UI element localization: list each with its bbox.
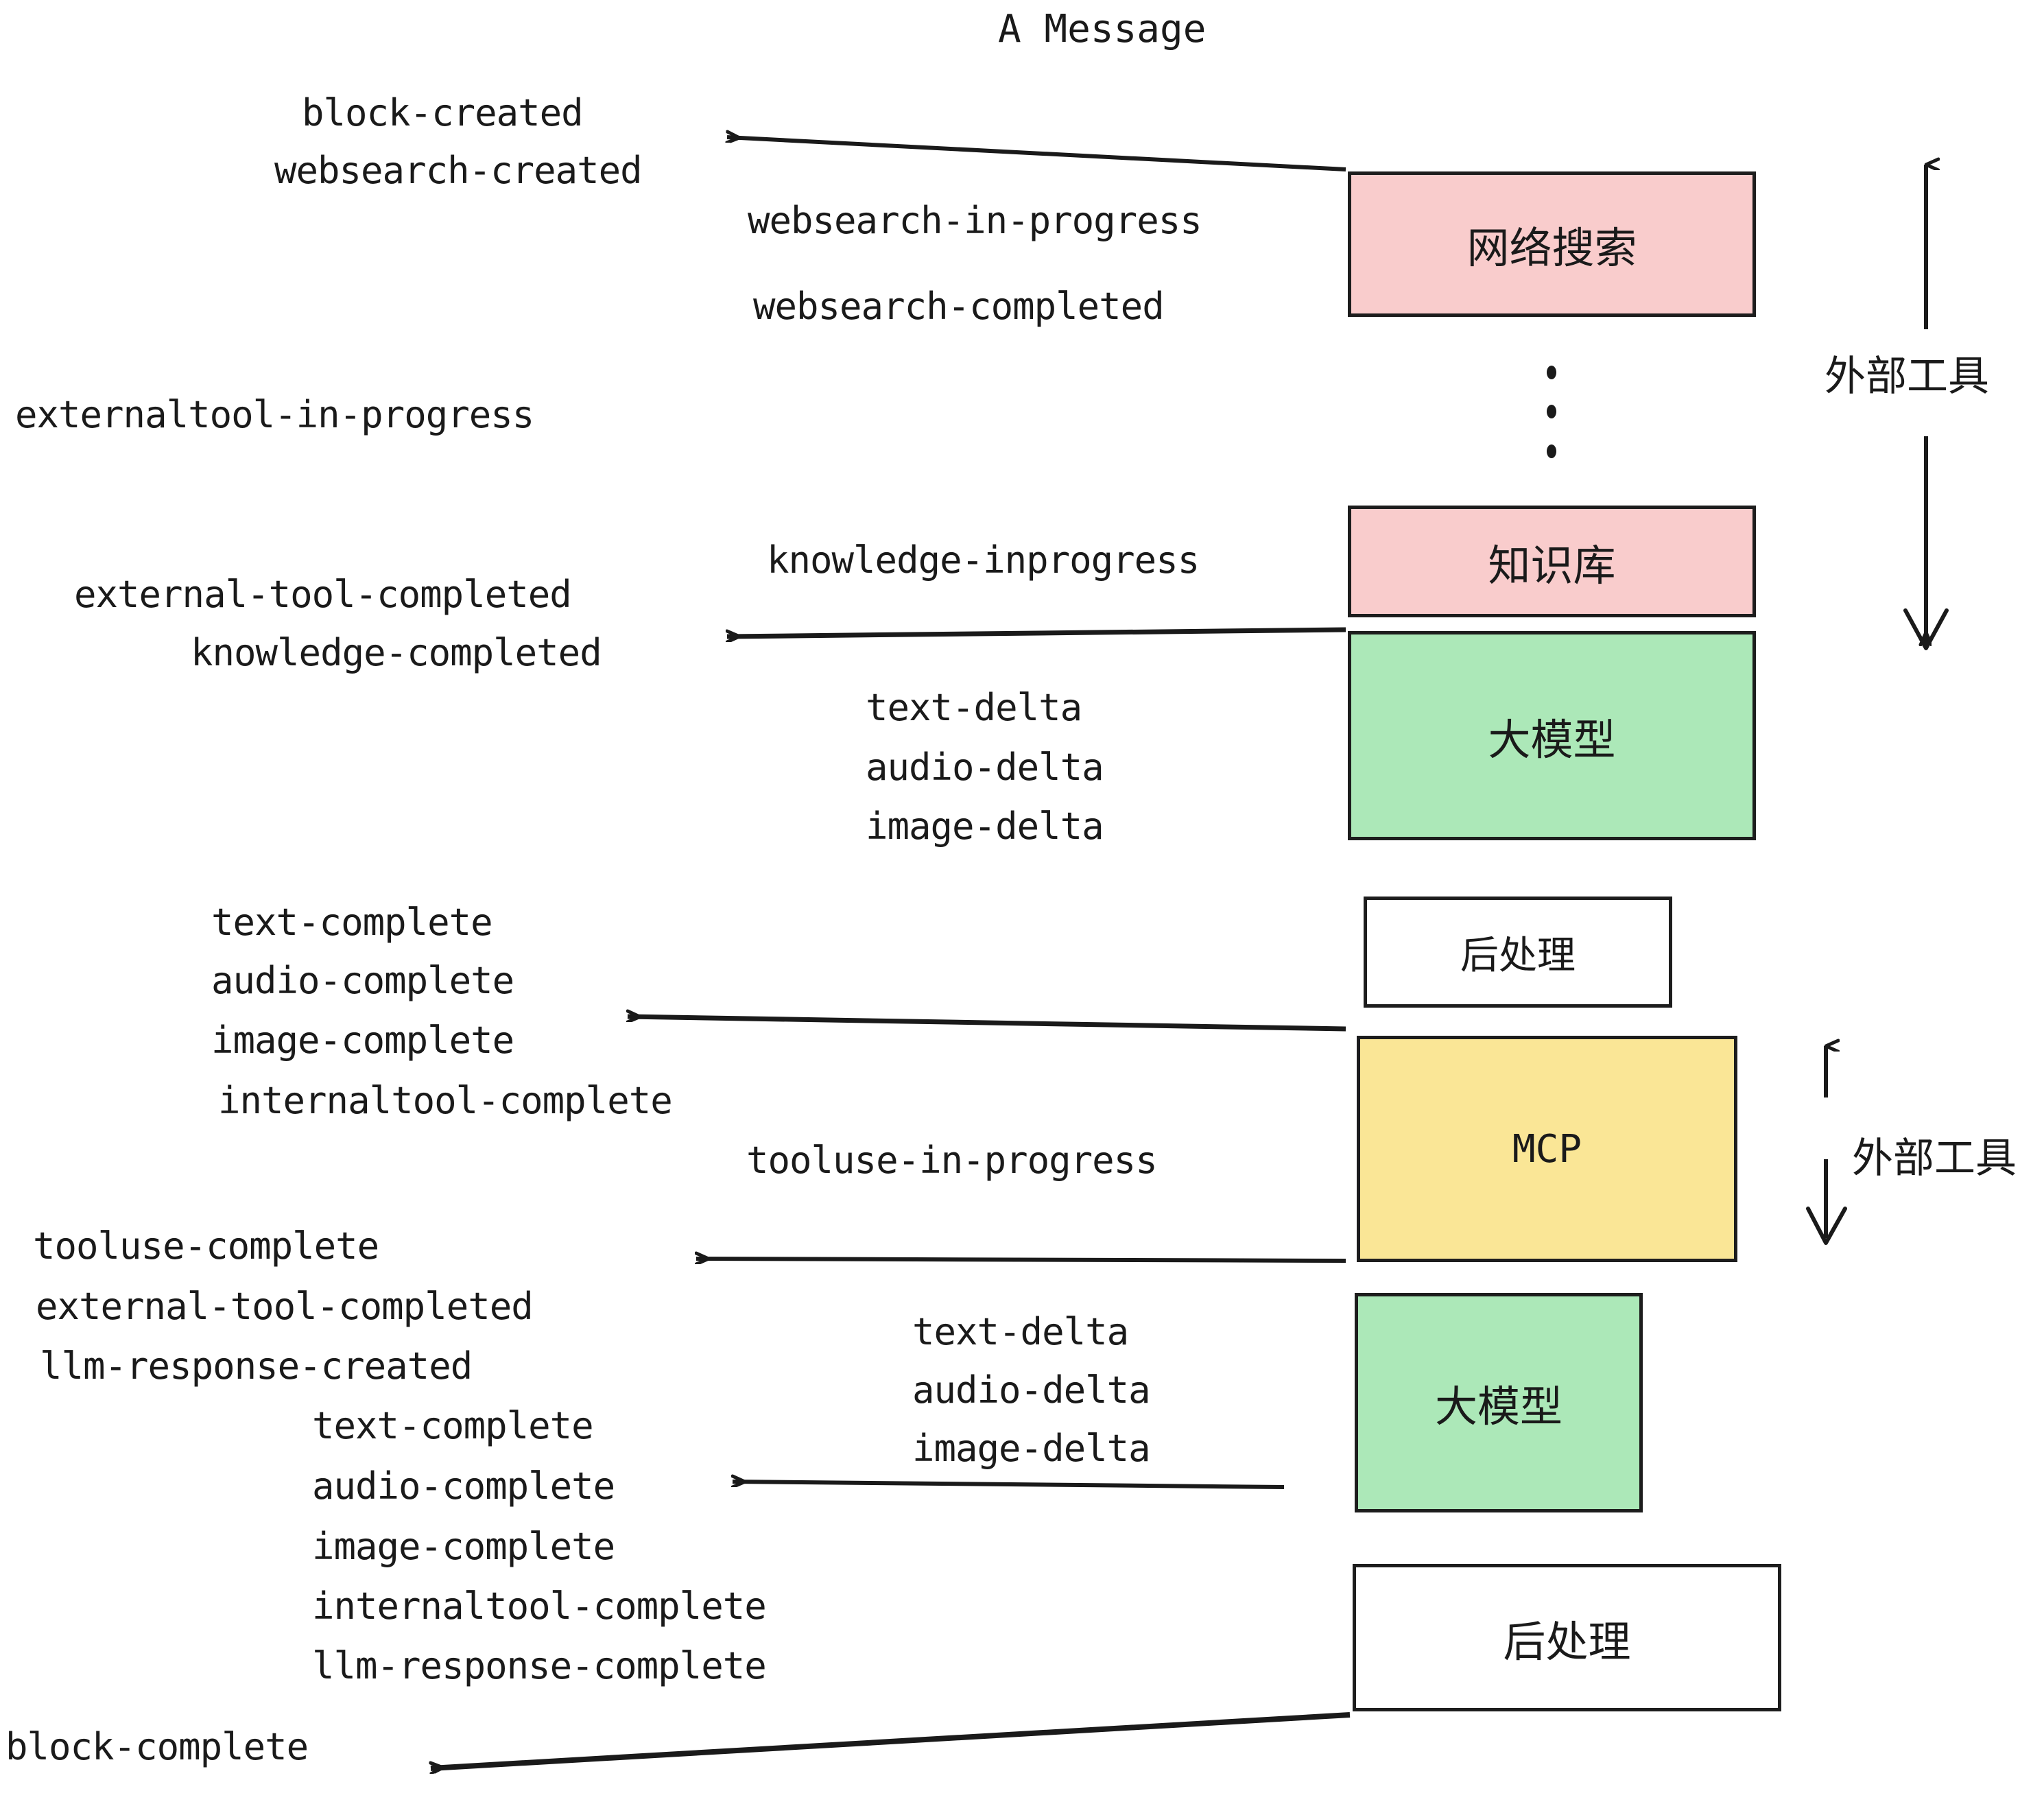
event-label-knowledge-inprogress: knowledge-inprogress	[767, 538, 1200, 582]
box-mcp: MCP	[1357, 1036, 1737, 1262]
ellipsis-dot	[1547, 444, 1556, 458]
event-label-block-created: block-created	[302, 91, 584, 134]
event-label-external-tool-completed-1: external-tool-completed	[74, 573, 572, 616]
arrow-audio-complete	[733, 1482, 1285, 1489]
event-label-audio-complete-2: audio-complete	[312, 1464, 615, 1508]
event-label-knowledge-completed: knowledge-completed	[191, 631, 602, 674]
event-label-image-complete-2: image-complete	[312, 1525, 615, 1568]
event-label-audio-complete-1: audio-complete	[211, 959, 514, 1002]
event-label-websearch-created: websearch-created	[274, 149, 643, 192]
page-title: A Message	[998, 7, 1207, 51]
event-label-image-complete-1: image-complete	[211, 1019, 514, 1062]
external-tools-label-top: 外部工具	[1825, 353, 1989, 401]
event-label-websearch-completed: websearch-completed	[753, 285, 1165, 328]
ellipsis-dot	[1547, 405, 1556, 418]
event-label-block-complete: block-complete	[5, 1725, 309, 1768]
event-label-llm-response-complete: llm-response-complete	[312, 1644, 767, 1687]
event-label-tooluse-complete: tooluse-complete	[33, 1224, 379, 1268]
box-postprocess-first: 后处理	[1364, 897, 1672, 1008]
external-tools-label-bottom: 外部工具	[1852, 1135, 2017, 1183]
ellipsis-dot	[1547, 366, 1556, 379]
event-label-internaltool-complete-2: internaltool-complete	[312, 1585, 767, 1628]
arrow-block-complete	[431, 1712, 1351, 1768]
box-websearch: 网络搜索	[1348, 171, 1756, 317]
box-llm-second: 大模型	[1355, 1293, 1643, 1512]
event-label-websearch-in-progress: websearch-in-progress	[748, 199, 1202, 242]
event-label-text-delta-2: text-delta	[912, 1310, 1129, 1353]
event-label-text-complete-1: text-complete	[211, 901, 493, 944]
arrow-websearch-created	[727, 137, 1346, 171]
arrow-knowledge-completed	[727, 627, 1346, 637]
event-label-audio-delta-2: audio-delta	[912, 1368, 1151, 1412]
event-label-text-complete-2: text-complete	[312, 1404, 594, 1447]
event-label-externaltool-in-progress: externaltool-in-progress	[15, 393, 534, 436]
box-llm-first: 大模型	[1348, 631, 1756, 840]
event-label-text-delta-1: text-delta	[866, 686, 1082, 729]
box-knowledge: 知识库	[1348, 506, 1756, 617]
event-label-audio-delta-1: audio-delta	[866, 746, 1104, 789]
event-label-image-delta-1: image-delta	[866, 805, 1104, 848]
event-label-external-tool-completed-2: external-tool-completed	[36, 1285, 534, 1328]
arrow-tooluse-complete	[696, 1259, 1346, 1261]
event-label-tooluse-in-progress: tooluse-in-progress	[746, 1139, 1158, 1182]
event-label-llm-response-created: llm-response-created	[40, 1344, 473, 1388]
event-label-internaltool-complete-1: internaltool-complete	[218, 1079, 673, 1122]
arrow-image-complete	[628, 1017, 1346, 1032]
box-postprocess-second: 后处理	[1353, 1564, 1781, 1711]
event-label-image-delta-2: image-delta	[912, 1427, 1151, 1470]
